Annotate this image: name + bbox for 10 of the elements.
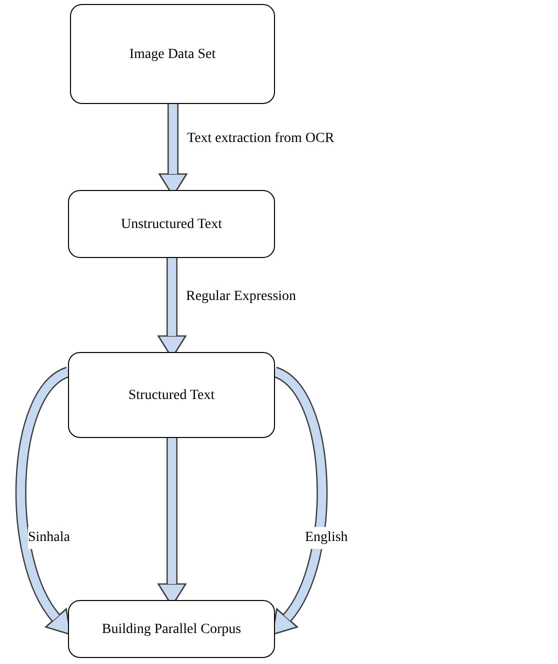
- process-box: [68, 600, 275, 658]
- edge-label: Sinhala: [28, 527, 70, 549]
- process-box: [70, 4, 275, 104]
- box-label: Structured Text: [128, 386, 215, 404]
- process-box: [68, 352, 275, 438]
- process-box: [68, 190, 275, 258]
- box-label: Image Data Set: [129, 46, 216, 64]
- edge-label: English: [305, 527, 348, 549]
- box-label: Unstructured Text: [120, 216, 222, 234]
- box-label: Building Parallel Corpus: [102, 620, 242, 638]
